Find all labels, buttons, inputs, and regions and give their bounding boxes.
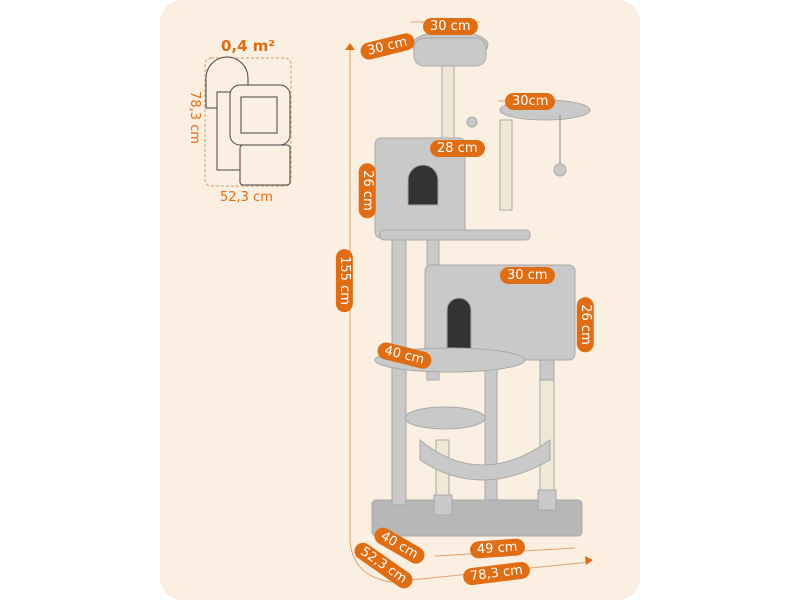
dim-lower-condo-width: 30 cm — [500, 267, 555, 284]
footprint-depth: 78,3 cm — [186, 91, 202, 144]
dim-upper-condo-height: 26 cm — [358, 163, 376, 218]
dim-upper-condo-width: 28 cm — [430, 140, 485, 157]
dim-lower-condo-height: 26 cm — [576, 297, 594, 352]
footprint-width: 52,3 cm — [220, 190, 273, 205]
dim-total-height: 155 cm — [335, 249, 353, 312]
footprint-diagram — [204, 56, 292, 187]
dim-top-perch-width: 30 cm — [423, 18, 478, 35]
cat-tree — [371, 30, 591, 537]
footprint-area: 0,4 m² — [221, 37, 275, 55]
dim-side-perch-width: 30cm — [505, 93, 556, 110]
